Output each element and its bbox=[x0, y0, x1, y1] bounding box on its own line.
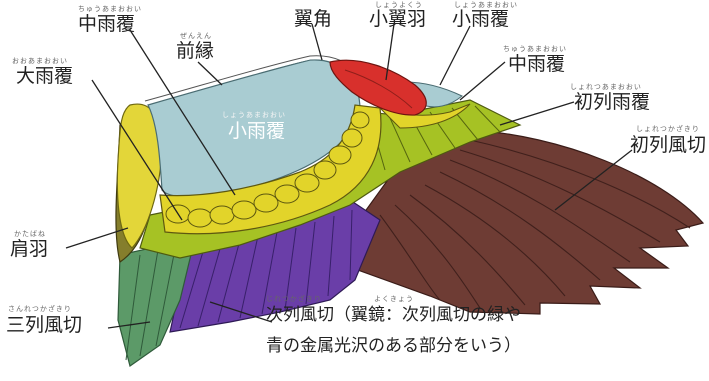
pointer-lines bbox=[65, 23, 633, 329]
ruby-shou-amaoi-top: しょうあまおおい bbox=[454, 1, 518, 9]
ruby-kenu: かたばね bbox=[14, 230, 46, 238]
label-shou-amaoi-center: 小雨覆 bbox=[228, 120, 286, 142]
label-sanretsu-kazakiri: 三列風切 bbox=[6, 314, 83, 336]
pointer-chuu-amaoi-right bbox=[459, 61, 506, 101]
pointer-shoretsu-kazakiri bbox=[554, 149, 633, 211]
pointer-sanretsu-kazakiri bbox=[107, 321, 151, 329]
scapulars-region bbox=[115, 103, 163, 263]
label-shoretsu-amaoi: 初列雨覆 bbox=[574, 91, 651, 113]
label-yokukaku: 翼角 bbox=[294, 8, 333, 30]
pointer-kenu bbox=[65, 227, 129, 249]
label-zenen: 前縁 bbox=[176, 40, 215, 62]
ruby-zenen: ぜんえん bbox=[180, 32, 212, 40]
ruby-sanretsu-kazakiri: さんれつかざきり bbox=[8, 305, 72, 313]
ruby-chuu-amaoi-right: ちゅうあまおおい bbox=[503, 45, 567, 53]
ruby-shoretsu-kazakiri: しょれつかざきり bbox=[636, 125, 700, 133]
pointer-yokukaku bbox=[311, 23, 323, 61]
label-chuu-amaoi-right: 中雨覆 bbox=[508, 53, 566, 75]
ruby-jiretsu-kazakiri: じれつかざきり bbox=[266, 295, 322, 303]
ruby-yokukyou: よくきょう bbox=[374, 295, 414, 303]
ruby-chuu-amaoi-top: ちゅうあまおおい bbox=[78, 5, 142, 13]
pointer-shoretsu-amaoi bbox=[499, 101, 575, 126]
alula-region bbox=[329, 59, 427, 116]
pointer-jiretsu-kazakiri bbox=[209, 301, 273, 323]
caption-line-1: 次列風切（翼鏡：次列風切の緑や bbox=[266, 305, 521, 325]
primaries-region bbox=[329, 129, 705, 315]
label-shoretsu-kazakiri: 初列風切 bbox=[630, 134, 707, 156]
label-dai-amaoi: 大雨覆 bbox=[16, 65, 74, 87]
ruby-shoretsu-amaoi: しょれつあまおおい bbox=[570, 83, 642, 91]
pointer-shou-amaoi-top bbox=[439, 25, 471, 86]
pointer-shouyokuu bbox=[385, 23, 395, 81]
ruby-shou-amaoi-center: しょうあまおおい bbox=[222, 111, 286, 119]
pointer-dai-amaoi bbox=[91, 79, 183, 221]
ruby-shouyokuu: しょうよくう bbox=[375, 1, 423, 9]
ruby-dai-amaoi: おおあまおおい bbox=[12, 57, 68, 65]
label-shou-amaoi-top: 小雨覆 bbox=[452, 8, 510, 30]
label-shouyokuu: 小翼羽 bbox=[369, 8, 427, 30]
pointer-chuu-amaoi-top bbox=[129, 29, 236, 196]
label-kenu: 肩羽 bbox=[10, 238, 49, 260]
tertials-region bbox=[117, 237, 196, 367]
caption-line-2: 青の金属光沢のある部分をいう） bbox=[266, 336, 521, 356]
label-chuu-amaoi-top: 中雨覆 bbox=[78, 13, 136, 35]
pointer-zenen bbox=[197, 61, 223, 86]
